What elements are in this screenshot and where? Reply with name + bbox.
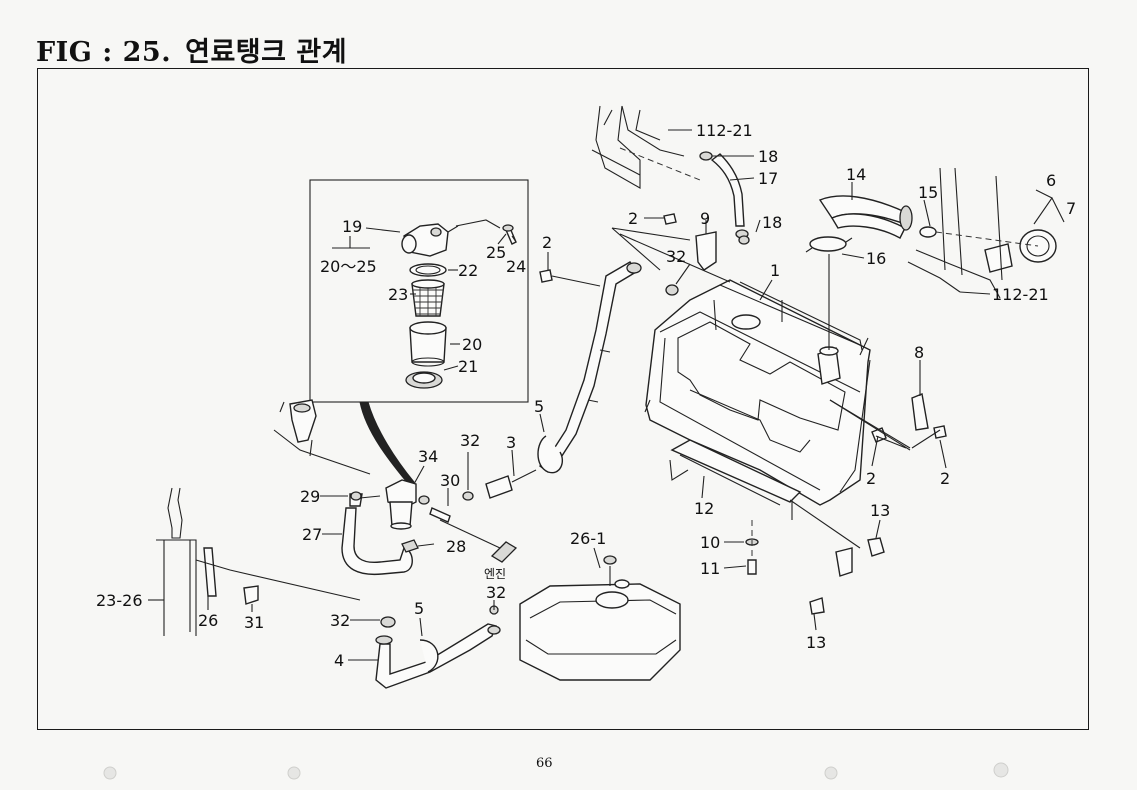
filler-hose <box>805 195 913 350</box>
diagram-frame <box>37 68 1089 730</box>
callout-23: 23 <box>388 285 408 304</box>
callout-24: 24 <box>506 257 526 276</box>
callout-27: 27 <box>302 525 322 544</box>
fuel-tank <box>644 279 871 506</box>
callout-28: 28 <box>446 537 466 556</box>
fuel-line-4 <box>375 623 501 689</box>
callout-1: 1 <box>770 261 780 280</box>
page-number: 66 <box>536 756 553 771</box>
callout-20-25: 20～25 <box>320 257 377 276</box>
callout-19: 19 <box>342 217 362 236</box>
callout-12: 12 <box>694 499 714 518</box>
tank-bracket <box>669 439 802 520</box>
leader-lines <box>148 129 1065 661</box>
callout-22: 22 <box>458 261 478 280</box>
callout-4: 4 <box>334 651 344 670</box>
frame-left <box>156 487 361 636</box>
callout-32-c: 32 <box>330 611 350 630</box>
figure-number: FIG : 25. <box>36 37 172 68</box>
callout-5-a: 5 <box>534 397 544 416</box>
fuel-filter-inset <box>309 179 529 403</box>
figure-title: FIG : 25. 연료탱크 관계 <box>36 30 347 69</box>
callout-2-d: 2 <box>940 469 950 488</box>
callout-21: 21 <box>458 357 478 376</box>
callout-31: 31 <box>244 613 264 632</box>
callout-26: 26 <box>198 611 218 630</box>
fuel-cock <box>359 479 451 530</box>
callout-34: 34 <box>418 447 438 466</box>
callout-8: 8 <box>914 343 924 362</box>
callout-6: 6 <box>1046 171 1056 190</box>
callout-9: 9 <box>700 209 710 228</box>
callout-30: 30 <box>440 471 460 490</box>
auxiliary-tank <box>519 555 681 681</box>
engine-label: 엔진 <box>484 567 506 581</box>
callout-18-a: 18 <box>758 147 778 166</box>
callout-23-26: 23-26 <box>96 591 143 610</box>
callout-15: 15 <box>918 183 938 202</box>
callout-29: 29 <box>300 487 320 506</box>
callout-10: 10 <box>700 533 720 552</box>
fuel-line-3 <box>537 261 642 474</box>
callout-2-b: 2 <box>542 233 552 252</box>
binder-holes <box>103 762 1009 780</box>
callout-7: 7 <box>1066 199 1076 218</box>
callout-18-b: 18 <box>762 213 782 232</box>
callout-3: 3 <box>506 433 516 452</box>
callout-2-a: 2 <box>628 209 638 228</box>
callout-16: 16 <box>866 249 886 268</box>
callout-32-b: 32 <box>460 431 480 450</box>
callout-26-1: 26-1 <box>570 529 606 548</box>
callout-112-21-top: 112-21 <box>696 121 753 140</box>
hardware <box>350 213 947 628</box>
callout-13-b: 13 <box>806 633 826 652</box>
callout-labels: 112-21 18 17 2 9 18 14 15 6 7 16 112-21 … <box>96 121 1076 670</box>
callout-13-a: 13 <box>870 501 890 520</box>
callout-20: 20 <box>462 335 482 354</box>
fuel-cap <box>907 167 1057 299</box>
callout-32-d: 32 <box>486 583 506 602</box>
callout-14: 14 <box>846 165 866 184</box>
engine-marker <box>439 519 518 563</box>
callout-2-c: 2 <box>866 469 876 488</box>
callout-32-a: 32 <box>666 247 686 266</box>
figure-title-korean: 연료탱크 관계 <box>185 37 348 68</box>
callout-5-b: 5 <box>414 599 424 618</box>
spare-filter <box>273 399 371 475</box>
callout-11: 11 <box>700 559 720 578</box>
callout-17: 17 <box>758 169 778 188</box>
chassis-frame-top <box>591 105 701 189</box>
callout-25: 25 <box>486 243 506 262</box>
callout-112-21-right: 112-21 <box>992 285 1049 304</box>
